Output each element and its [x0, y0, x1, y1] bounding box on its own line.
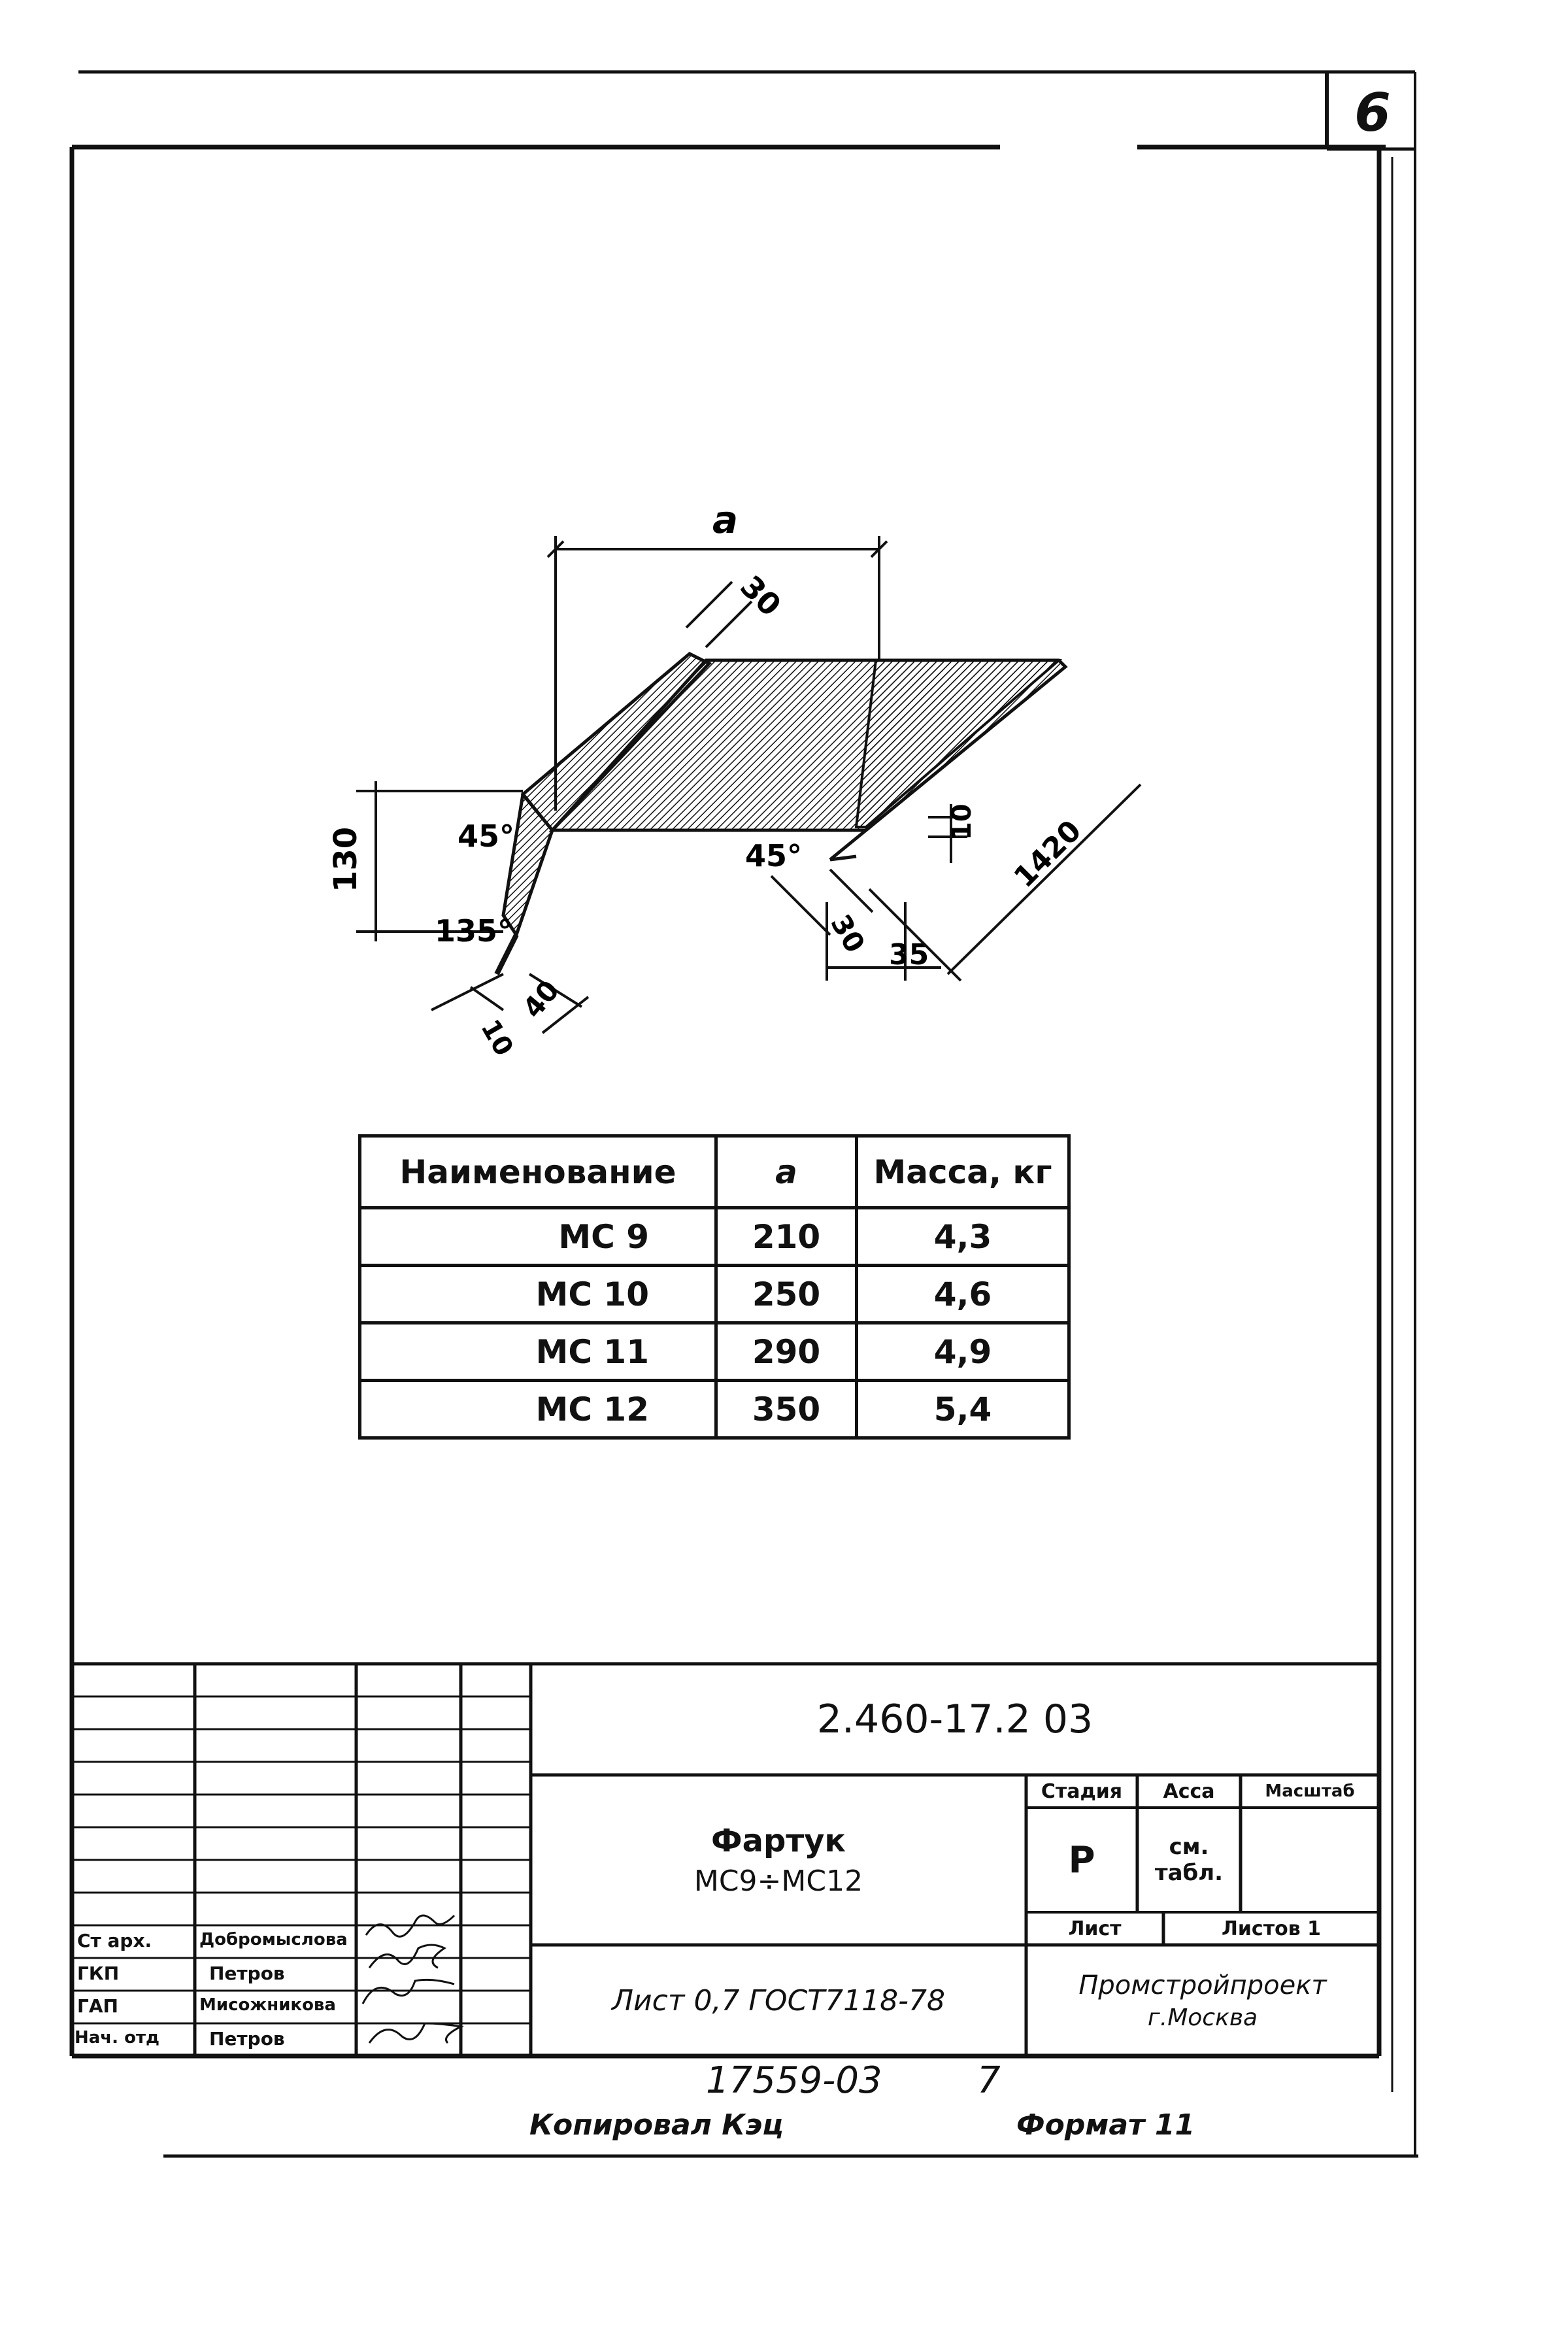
sheet-format: Формат 11: [1016, 2108, 1195, 2142]
stage-header: Стадия: [1041, 1780, 1123, 1803]
spec-table: Наименование a Масса, кг МС 9 210 4,3 МС…: [358, 1134, 1071, 1440]
table-row: МС 11 290 4,9: [358, 1321, 1071, 1382]
signature-4: [368, 2022, 464, 2044]
product-name-line1: Фартук: [710, 1822, 846, 1859]
header-a: a: [714, 1134, 858, 1209]
copied-by: Копировал Кэц: [529, 2108, 784, 2142]
signature-2: [368, 1944, 446, 1969]
name-1: Добромыслова: [199, 1930, 348, 1949]
sheets-label: Листов 1: [1221, 1917, 1322, 1940]
apron-top-right: [854, 659, 1063, 828]
drawing-designation: 2.460-17.2 03: [816, 1696, 1093, 1742]
header-mass: Масса, кг: [855, 1134, 1071, 1209]
table-row: МС 9 210 4,3: [358, 1206, 1071, 1267]
header-name: Наименование: [358, 1134, 718, 1209]
name-3: Мисожникова: [199, 1995, 336, 2015]
mass-value: см. табл.: [1154, 1834, 1224, 1886]
dim-a: a: [712, 498, 738, 542]
table-row: МС 12 350 5,4: [358, 1379, 1071, 1440]
signature-1: [365, 1914, 456, 1938]
table-row: МС 10 250 4,6: [358, 1264, 1071, 1324]
name-4: Петров: [209, 2028, 285, 2050]
dim-130: 130: [327, 827, 364, 892]
name-2: Петров: [209, 1963, 285, 1984]
sheet-label: Лист: [1068, 1917, 1122, 1940]
product-name: Фартук МС9÷МС12: [531, 1775, 1026, 1945]
angle-135: 135°: [435, 913, 512, 949]
role-3: ГАП: [77, 1995, 118, 2017]
role-1: Ст арх.: [77, 1930, 152, 1951]
role-2: ГКП: [77, 1963, 120, 1984]
mass-header: Асса: [1163, 1780, 1215, 1803]
inventory-number: 17559-03: [706, 2059, 882, 2102]
angle-45-right: 45°: [745, 838, 802, 873]
dim-10-right: 10: [947, 803, 977, 840]
organization: Промстройпроект г.Москва: [1078, 1970, 1327, 2031]
signature-3: [361, 1978, 455, 2004]
stage-value: Р: [1068, 1838, 1095, 1881]
material-spec: Лист 0,7 ГОСТ7118-78: [611, 1983, 946, 2017]
angle-45-left: 45°: [458, 818, 514, 854]
page-number: 7: [977, 2059, 1001, 2102]
sheet-number: 6: [1354, 82, 1391, 143]
role-4: Нач. отд: [75, 2028, 160, 2048]
scale-header: Масштаб: [1265, 1781, 1355, 1801]
product-name-line2: МС9÷МС12: [693, 1864, 863, 1898]
